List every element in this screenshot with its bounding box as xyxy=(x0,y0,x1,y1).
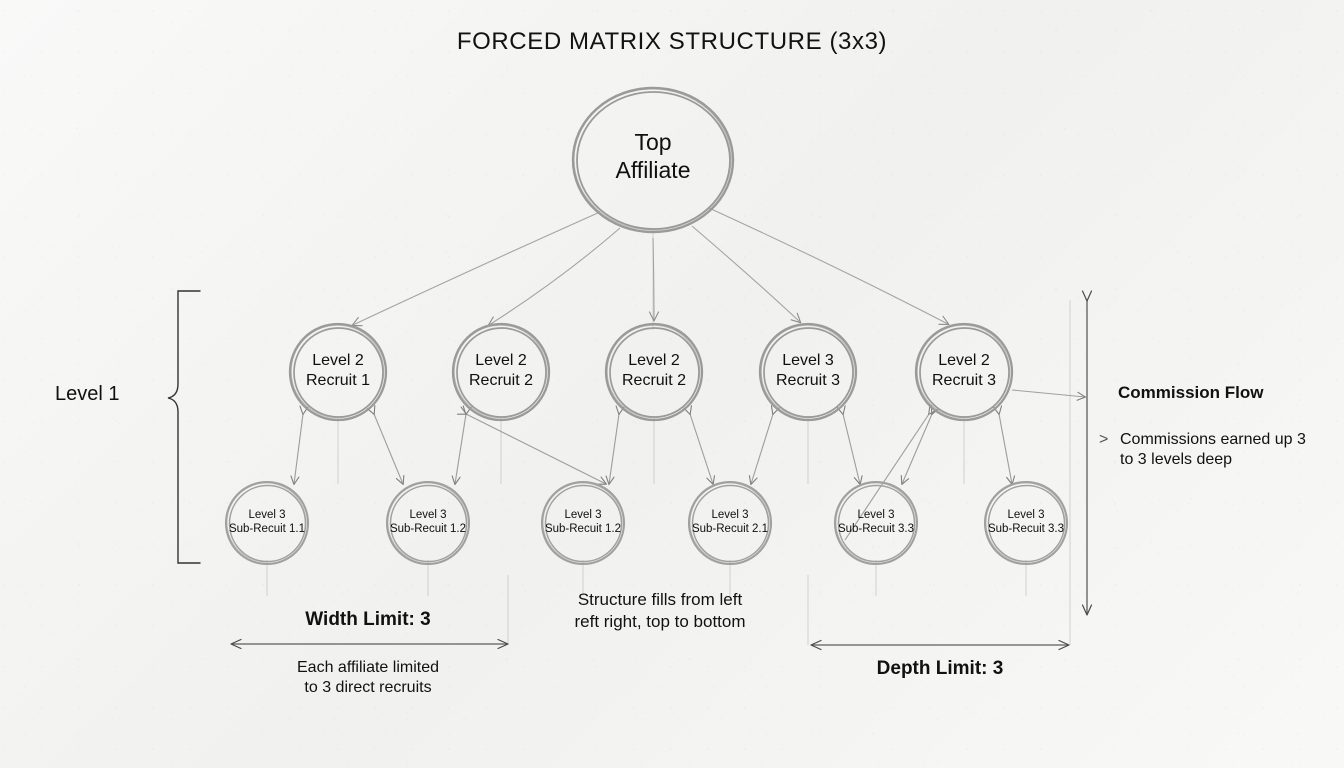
edge-root-to-l2-5 xyxy=(708,207,950,326)
edge-l2-3-sub-3 xyxy=(605,405,625,486)
commission-flow-title: Commission Flow xyxy=(1118,383,1264,402)
edge-l2-1-sub-1 xyxy=(290,405,309,486)
node-level3-2[interactable] xyxy=(385,480,471,566)
level1-label: Level 1 xyxy=(55,383,120,405)
level-connectors xyxy=(290,404,1016,541)
edge-l2-2-sub-3 xyxy=(456,406,607,485)
edge-l2-5-sub-5 xyxy=(900,404,940,486)
edge-root-to-l2-4 xyxy=(691,225,802,324)
width-limit-description: Each affiliate limited to 3 direct recru… xyxy=(297,659,439,697)
edge-l2-5-sub-6 xyxy=(993,405,1016,486)
width-limit-label: Width Limit: 3 xyxy=(305,609,431,630)
edge-l2-4-sub-5 xyxy=(836,405,863,486)
level1-brace xyxy=(167,290,201,564)
root-connectors xyxy=(351,207,950,327)
node-level3-3[interactable] xyxy=(540,480,626,566)
node-level2-3[interactable] xyxy=(604,322,704,422)
node-root[interactable] xyxy=(571,86,735,234)
node-level3-6[interactable] xyxy=(983,480,1069,566)
node-level2-5[interactable] xyxy=(914,322,1014,422)
edge-to-commission-axis xyxy=(1011,389,1087,401)
edge-root-to-l2-3 xyxy=(648,237,660,322)
guide-lines xyxy=(266,232,1071,645)
edge-root-to-l2-1 xyxy=(351,211,601,327)
commission-tap xyxy=(1011,389,1087,401)
commission-flow-bullet-icon: > xyxy=(1099,431,1109,448)
node-level3-5[interactable] xyxy=(833,480,919,566)
edge-root-to-l2-2 xyxy=(487,227,621,327)
node-level2-1[interactable] xyxy=(288,322,388,422)
node-level3-1[interactable] xyxy=(224,480,310,566)
edge-l2-3-sub-4 xyxy=(683,405,716,486)
fill-order-note: Structure fills from left reft right, to… xyxy=(574,590,746,631)
node-level3-4[interactable] xyxy=(687,480,773,566)
commission-flow-description: Commissions earned up 3 to 3 levels deep xyxy=(1120,431,1306,469)
edge-l2-1-sub-2 xyxy=(366,404,405,486)
edge-l2-2-sub-2b xyxy=(451,405,472,486)
page-title: FORCED MATRIX STRUCTURE (3x3) xyxy=(456,28,888,55)
node-level2-4[interactable] xyxy=(758,322,858,422)
depth-limit-label: Depth Limit: 3 xyxy=(876,658,1004,679)
edge-l2-4-sub-4 xyxy=(748,405,780,486)
node-level2-2[interactable] xyxy=(451,322,551,422)
